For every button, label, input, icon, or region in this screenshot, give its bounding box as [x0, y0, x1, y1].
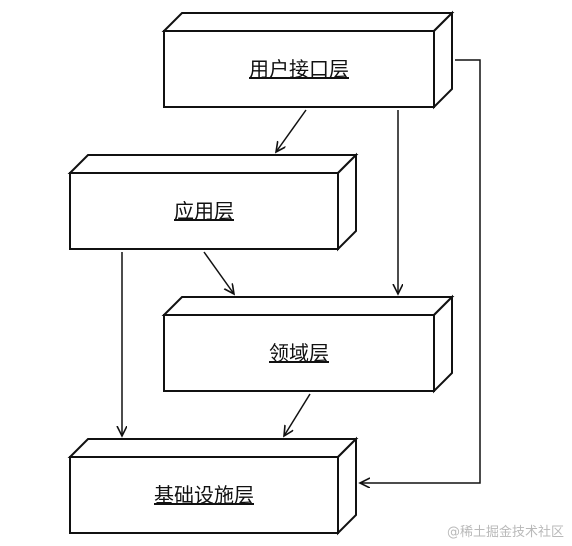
arrow-domain-to-infrastructure: [284, 393, 311, 436]
label-domain-layer: 领域层: [269, 341, 329, 365]
label-infrastructure-layer: 基础设施层: [154, 483, 254, 507]
label-application-layer: 应用层: [174, 199, 234, 223]
arrow-ui-to-application: [276, 109, 307, 152]
label-user-interface-layer: 用户接口层: [249, 57, 349, 81]
watermark: @稀土掘金技术社区: [446, 525, 564, 540]
arrow-ui-to-infrastructure: [360, 59, 481, 483]
arrow-application-to-domain: [203, 251, 234, 294]
box-user-interface-layer: 用户接口层: [161, 10, 455, 110]
box-domain-layer: 领域层: [161, 294, 455, 394]
box-application-layer: 应用层: [67, 152, 359, 252]
box-infrastructure-layer: 基础设施层: [67, 436, 359, 536]
